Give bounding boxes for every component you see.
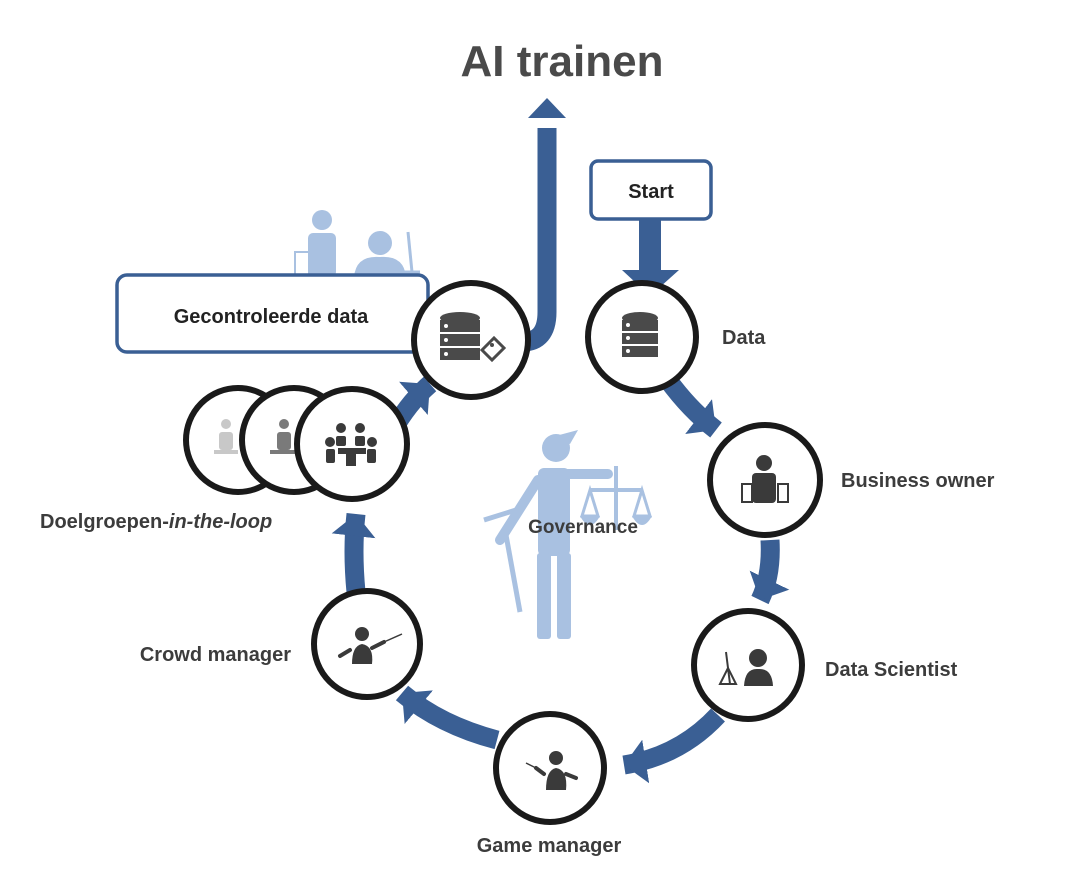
businessman-icon	[741, 455, 789, 503]
label-target-groups-prefix: Doelgroepen-	[40, 511, 169, 533]
diagram-title: AI trainen	[461, 37, 664, 86]
node-checked-data	[411, 280, 531, 400]
start-arrow-shaft	[639, 220, 661, 274]
label-target-groups: Doelgroepen-in-the-loop	[40, 511, 272, 533]
meeting-faded-icon	[214, 419, 238, 454]
arrow-crowd-manager-to-target-groups	[331, 512, 376, 593]
label-data: Data	[722, 327, 766, 349]
database-icon	[622, 312, 658, 357]
start-box	[589, 159, 713, 221]
node-target-groups	[183, 385, 410, 502]
meeting-partial-icon	[270, 419, 296, 454]
node-crowd-manager	[311, 588, 423, 700]
arrow-game-manager-to-crowd-manager	[395, 685, 500, 750]
governance-label: Governance	[528, 517, 638, 538]
label-target-groups-suffix: in-the-loop	[169, 511, 272, 533]
scientist-at-desk-icon	[718, 649, 773, 686]
checked-data-label: Gecontroleerde data	[174, 306, 369, 328]
arrow-data-to-business-owner	[660, 374, 722, 438]
output-arrowhead	[528, 98, 566, 118]
presenter-icon	[525, 751, 578, 790]
node-data-scientist	[691, 608, 805, 722]
node-business-owner	[707, 422, 823, 538]
output-arrow	[521, 128, 557, 352]
node-data	[585, 280, 699, 394]
start-label: Start	[628, 181, 674, 203]
meeting-group-icon	[325, 423, 377, 466]
cycle-arrows	[331, 374, 790, 784]
arrow-business-owner-to-data-scientist	[749, 539, 790, 605]
database-tag-icon	[440, 312, 507, 363]
label-game-manager: Game manager	[477, 835, 622, 857]
team-watermark-icon	[294, 210, 420, 277]
governance-icon	[483, 430, 653, 639]
presenter-icon	[338, 627, 403, 664]
label-business-owner: Business owner	[841, 470, 995, 492]
label-data-scientist: Data Scientist	[825, 659, 958, 681]
node-game-manager	[493, 711, 607, 825]
label-crowd-manager: Crowd manager	[140, 644, 291, 666]
arrow-data-scientist-to-game-manager	[622, 708, 725, 784]
